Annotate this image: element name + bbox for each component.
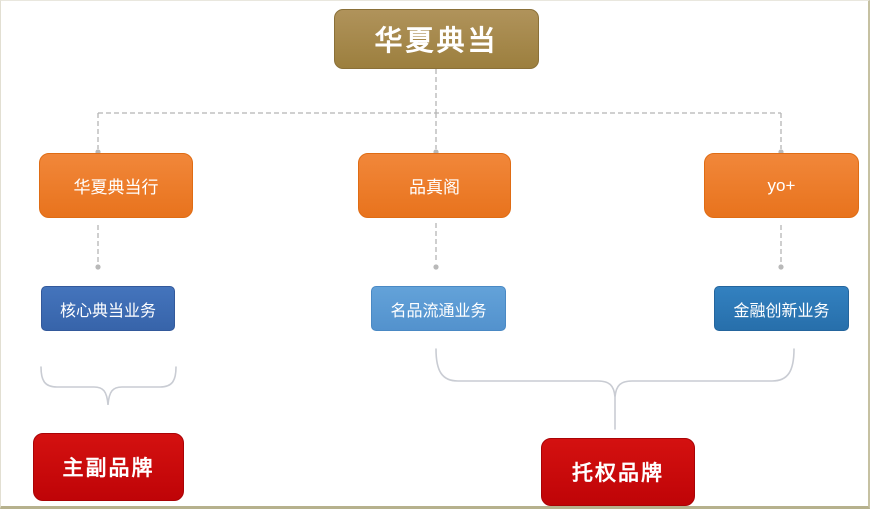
dashed-tree-connectors: [97, 69, 782, 263]
brace-right: [435, 348, 795, 430]
business-node-luxury-circulation: 名品流通业务: [371, 286, 506, 331]
end-dot: [778, 264, 784, 270]
end-dot: [95, 264, 101, 270]
brand-node-yo-plus: yo+: [704, 153, 859, 218]
root-node-huaxia-pawn: 华夏典当: [334, 9, 539, 69]
brand-type-node-main-sub: 主副品牌: [33, 433, 184, 501]
brace-connectors: [40, 348, 795, 430]
business-node-financial-innovation: 金融创新业务: [714, 286, 849, 331]
brace-left: [40, 366, 177, 406]
brand-type-node-entrusted: 托权品牌: [541, 438, 695, 506]
brand-node-pinzhenge: 品真阁: [358, 153, 511, 218]
business-node-core-pawn: 核心典当业务: [41, 286, 175, 331]
brand-node-huaxia-pawnshop: 华夏典当行: [39, 153, 193, 218]
end-dot: [433, 264, 439, 270]
